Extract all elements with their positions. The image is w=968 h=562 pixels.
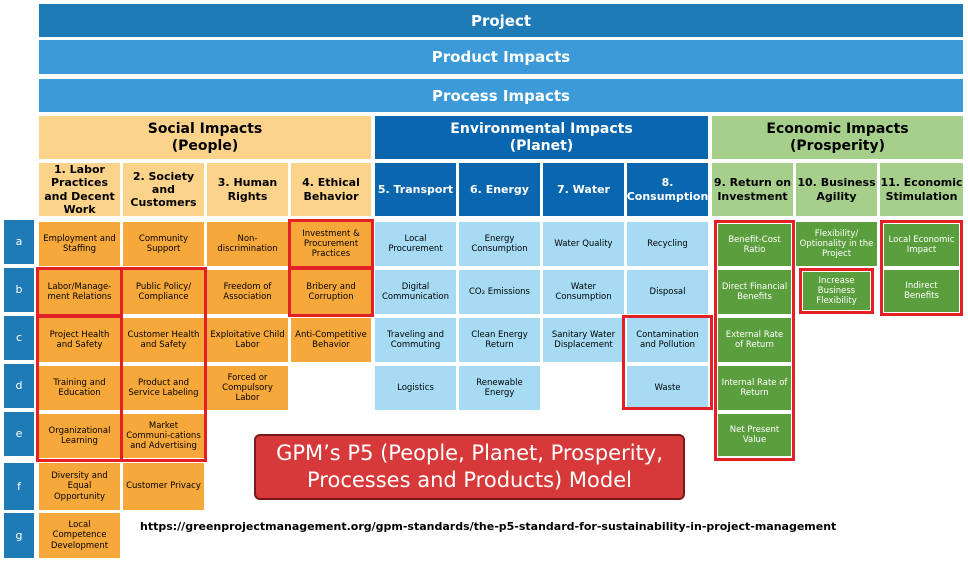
environmental-impacts-title: Environmental Impacts <box>450 120 633 137</box>
item-market-communications-and-advertising: Market Communi-cations and Advertising <box>123 414 204 458</box>
item-bribery-and-corruption: Bribery and Corruption <box>291 270 371 314</box>
item-net-present-value: Net Present Value <box>718 414 791 456</box>
economic-impacts-subtitle: (Prosperity) <box>790 137 885 154</box>
category-8-header: 8. Consumption <box>627 163 708 216</box>
product-impacts-band: Product Impacts <box>39 40 963 74</box>
item-internal-rate-of-return: Internal Rate of Return <box>718 366 791 410</box>
environmental-impacts-header: Environmental Impacts (Planet) <box>375 116 708 159</box>
item-digital-communication: Digital Communication <box>375 270 456 314</box>
category-10-header: 10. Business Agility <box>796 163 877 216</box>
item-freedom-of-association: Freedom of Association <box>207 270 288 314</box>
item-increase-business-flexibility: Increase Business Flexibility <box>803 272 870 310</box>
social-impacts-header: Social Impacts (People) <box>39 116 371 159</box>
item-renewable-energy: Renewable Energy <box>459 366 540 410</box>
banner-line-1: GPM’s P5 (People, Planet, Prosperity, <box>276 440 663 465</box>
item-clean-energy-return: Clean Energy Return <box>459 318 540 362</box>
item-external-rate-of-return: External Rate of Return <box>718 318 791 362</box>
item-public-policy-compliance: Public Policy/ Compliance <box>123 270 204 314</box>
item-water-quality: Water Quality <box>543 222 624 266</box>
item-disposal: Disposal <box>627 270 708 314</box>
environmental-impacts-subtitle: (Planet) <box>509 137 574 154</box>
project-band: Project <box>39 4 963 37</box>
item-energy-consumption: Energy Consumption <box>459 222 540 266</box>
item-flexibility-optionality: Flexibility/ Optionality in the Project <box>796 222 877 266</box>
item-employment-and-staffing: Employment and Staffing <box>39 222 120 266</box>
row-label-a: a <box>4 220 34 264</box>
item-logistics: Logistics <box>375 366 456 410</box>
process-impacts-band: Process Impacts <box>39 79 963 112</box>
item-local-economic-impact: Local Economic Impact <box>884 224 959 266</box>
item-exploitative-child-labor: Exploitative Child Labor <box>207 318 288 362</box>
category-1-header: 1. Labor Practices and Decent Work <box>39 163 120 216</box>
item-non-discrimination: Non-discrimination <box>207 222 288 266</box>
item-direct-financial-benefits: Direct Financial Benefits <box>718 270 791 314</box>
item-project-health-and-safety: Project Health and Safety <box>39 318 120 362</box>
category-4-header: 4. Ethical Behavior <box>291 163 371 216</box>
item-local-procurement: Local Procurement <box>375 222 456 266</box>
item-labor-management-relations: Labor/Manage-ment Relations <box>39 270 120 314</box>
item-training-and-education: Training and Education <box>39 366 120 410</box>
category-2-header: 2. Society and Customers <box>123 163 204 216</box>
item-organizational-learning: Organizational Learning <box>39 414 120 458</box>
item-community-support: Community Support <box>123 222 204 266</box>
category-5-header: 5. Transport <box>375 163 456 216</box>
p5-model-banner: GPM’s P5 (People, Planet, Prosperity, Pr… <box>254 434 685 500</box>
item-customer-privacy: Customer Privacy <box>123 463 204 510</box>
category-6-header: 6. Energy <box>459 163 540 216</box>
item-investment-procurement-practices: Investment & Procurement Practices <box>291 222 371 266</box>
category-9-header: 9. Return on Investment <box>712 163 793 216</box>
item-recycling: Recycling <box>627 222 708 266</box>
category-7-header: 7. Water <box>543 163 624 216</box>
row-label-b: b <box>4 268 34 312</box>
item-water-consumption: Water Consumption <box>543 270 624 314</box>
row-label-f: f <box>4 463 34 510</box>
item-diversity-and-equal-opportunity: Diversity and Equal Opportunity <box>39 463 120 510</box>
economic-impacts-header: Economic Impacts (Prosperity) <box>712 116 963 159</box>
category-3-header: 3. Human Rights <box>207 163 288 216</box>
item-local-competence-development: Local Competence Development <box>39 513 120 558</box>
row-label-d: d <box>4 364 34 408</box>
source-url-text: https://greenprojectmanagement.org/gpm-s… <box>140 520 837 533</box>
row-label-e: e <box>4 412 34 456</box>
item-benefit-cost-ratio: Benefit-Cost Ratio <box>718 224 791 266</box>
item-sanitary-water-displacement: Sanitary Water Displacement <box>543 318 624 362</box>
social-impacts-subtitle: (People) <box>171 137 239 154</box>
social-impacts-title: Social Impacts <box>147 120 263 137</box>
category-11-header: 11. Economic Stimulation <box>880 163 963 216</box>
item-anti-competitive-behavior: Anti-Competitive Behavior <box>291 318 371 362</box>
item-co2-emissions: CO₂ Emissions <box>459 270 540 314</box>
item-contamination-and-pollution: Contamination and Pollution <box>627 318 708 362</box>
item-forced-or-compulsory-labor: Forced or Compulsory Labor <box>207 366 288 410</box>
row-label-g: g <box>4 513 34 558</box>
item-customer-health-and-safety: Customer Health and Safety <box>123 318 204 362</box>
item-product-and-service-labeling: Product and Service Labeling <box>123 366 204 410</box>
item-waste: Waste <box>627 366 708 410</box>
row-label-c: c <box>4 316 34 360</box>
economic-impacts-title: Economic Impacts <box>766 120 909 137</box>
banner-line-2: Processes and Products) Model <box>307 468 632 492</box>
item-indirect-benefits: Indirect Benefits <box>884 270 959 312</box>
item-traveling-and-commuting: Traveling and Commuting <box>375 318 456 362</box>
